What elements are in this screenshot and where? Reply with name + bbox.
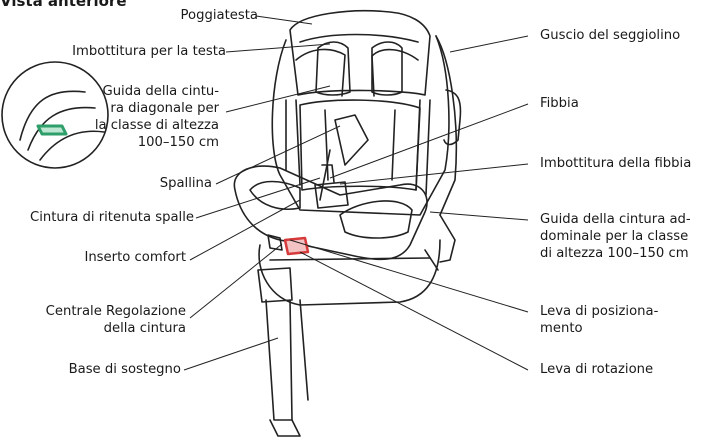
label-guida-addominale-1: Guida della cintura ad- — [540, 212, 691, 228]
shoulder-pad — [335, 115, 368, 165]
label-guida-diagonale-4: 100–150 cm — [138, 135, 219, 151]
label-spallina: Spallina — [160, 176, 212, 192]
rotation-lever-highlight — [285, 238, 308, 254]
label-guida-addominale-2: dominale per la classe — [540, 229, 688, 245]
label-base-sostegno: Base di sostegno — [69, 362, 181, 378]
label-imbottitura-testa: Imbottitura per la testa — [72, 44, 226, 60]
label-poggiatesta: Poggiatesta — [181, 8, 258, 24]
inset-detail — [2, 62, 108, 168]
label-guida-diagonale-2: ra diagonale per — [110, 101, 219, 117]
label-guscio: Guscio del seggiolino — [540, 28, 680, 44]
label-leva-posiz-1: Leva di posiziona- — [540, 304, 658, 320]
seat-cushion — [234, 166, 427, 259]
label-centrale-1: Centrale Regolazione — [46, 304, 186, 320]
label-leva-rotazione: Leva di rotazione — [540, 362, 653, 378]
label-fibbia: Fibbia — [540, 96, 579, 112]
label-leva-posiz-2: mento — [540, 321, 583, 337]
support-leg — [258, 268, 308, 436]
label-cintura-ritenuta: Cintura di ritenuta spalle — [30, 210, 194, 226]
label-imbottitura-fibbia: Imbottitura della fibbia — [540, 156, 691, 172]
label-guida-diagonale-1: Guida della cintu- — [102, 84, 219, 100]
label-centrale-2: della cintura — [104, 321, 186, 337]
label-guida-diagonale-3: la classe di altezza — [95, 118, 219, 134]
backrest-cushion — [300, 100, 420, 190]
label-inserto-comfort: Inserto comfort — [84, 250, 186, 266]
label-guida-addominale-3: di altezza 100–150 cm — [540, 246, 689, 262]
inset-belt-guide-highlight — [38, 126, 66, 134]
